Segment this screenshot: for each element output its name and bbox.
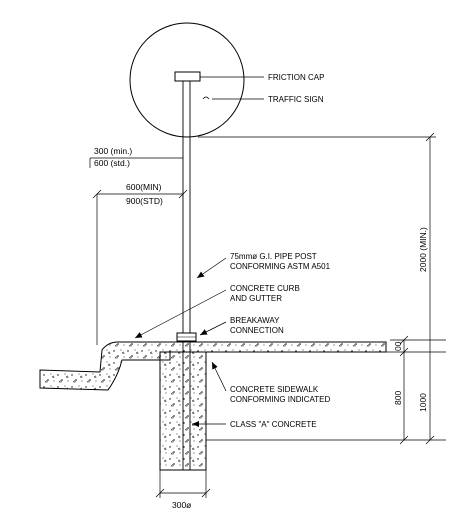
pipe-post-label-1: 75mmø G.I. PIPE POST [230,252,317,261]
dim-300-min: 300 (min.) [94,146,132,156]
dim-800: 800 [393,391,403,405]
dim-900-std: 900(STD) [126,196,163,206]
leader-lines [134,76,264,427]
curb-label-1: CONCRETE CURB [230,284,300,293]
concrete-footing [159,351,207,471]
height-dimensions [198,132,446,445]
dim-600-min: 600(MIN) [126,182,162,192]
curb-label-2: AND GUTTER [230,294,282,303]
pipe-post-label-2: CONFORMING ASTM A501 [230,262,331,271]
friction-cap-label: FRICTION CAP [268,73,324,82]
dim-00: 00 [393,341,403,351]
footing-width-dimension [155,470,211,498]
dim-2000-min: 2000 (MIN.) [418,227,428,272]
dim-300-dia: 300ø [172,500,191,510]
dim-1000: 1000 [418,393,428,412]
class-a-label: CLASS "A" CONCRETE [230,420,317,429]
sidewalk-label-1: CONCRETE SIDEWALK [230,385,319,394]
traffic-sign-circle [129,22,245,138]
breakaway-label-1: BREAKAWAY [230,316,280,325]
curb-gutter-sidewalk [39,341,387,391]
friction-cap [174,71,201,82]
breakaway-label-2: CONNECTION [230,326,284,335]
offset-dimensions [89,157,188,345]
traffic-sign-label: TRAFFIC SIGN [268,95,324,104]
sidewalk-label-2: CONFORMING INDICATED [230,395,331,404]
dim-600-std: 600 (std.) [94,158,130,168]
